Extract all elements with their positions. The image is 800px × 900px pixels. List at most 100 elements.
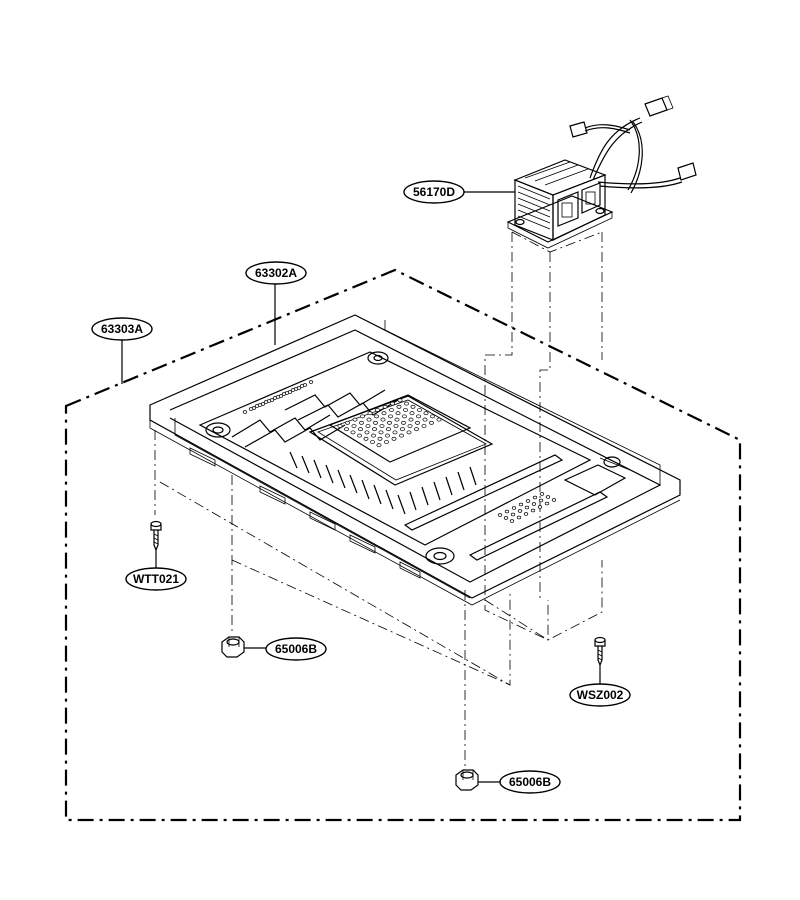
svg-text:WSZ002: WSZ002: [577, 688, 624, 702]
svg-text:WTT021: WTT021: [133, 572, 179, 586]
vent-holes: [242, 380, 557, 523]
vent-hole: [390, 401, 395, 406]
vent-hole: [357, 433, 362, 438]
vent-hole: [352, 417, 358, 422]
label-63302a: 63302A: [245, 261, 307, 285]
vent-hole: [509, 519, 515, 523]
vent-hole: [384, 440, 389, 444]
vent-hole: [517, 509, 523, 513]
nut-lower: [455, 769, 479, 791]
leader-lines: [121, 191, 601, 783]
vent-hole: [430, 414, 435, 419]
vent-hole: [409, 411, 415, 416]
vent-hole: [281, 392, 287, 396]
vent-hole: [372, 427, 377, 432]
svg-text:63303A: 63303A: [101, 322, 143, 336]
svg-text:56170D: 56170D: [413, 185, 455, 199]
svg-text:65006B: 65006B: [509, 775, 551, 789]
vent-hole: [408, 417, 414, 422]
vent-hole: [544, 501, 550, 506]
vent-hole: [299, 384, 305, 388]
vent-hole: [389, 408, 394, 412]
vent-hole: [380, 417, 386, 422]
vent-hole: [525, 499, 531, 503]
vent-hole: [345, 420, 350, 425]
vent-hole: [393, 424, 399, 428]
vent-hole: [429, 420, 434, 425]
vent-hole: [350, 430, 356, 435]
vent-hole: [410, 404, 416, 409]
vent-hole: [392, 430, 398, 435]
vent-hole: [497, 513, 503, 517]
vent-hole: [503, 516, 509, 520]
vent-hole: [272, 396, 278, 400]
label-wtt021: WTT021: [125, 567, 187, 591]
vent-hole: [523, 512, 529, 516]
vent-hole: [400, 427, 405, 432]
vent-hole: [387, 420, 392, 425]
vent-hole: [337, 424, 343, 428]
vent-hole: [415, 420, 420, 425]
vent-hole: [531, 502, 537, 506]
vent-hole: [422, 417, 428, 422]
vent-hole: [374, 414, 379, 419]
label-wsz002: WSZ002: [569, 683, 631, 707]
vent-hole: [351, 424, 357, 428]
nut-upper: [221, 636, 245, 658]
assembly-boundary: [64, 268, 742, 822]
label-63303a: 63303A: [91, 317, 153, 341]
vent-hole: [504, 509, 510, 514]
label-65006b-lower: 65006B: [499, 770, 561, 794]
vent-hole: [395, 411, 401, 416]
vent-hole: [399, 433, 404, 438]
vent-hole: [254, 404, 260, 408]
vent-hole: [290, 388, 296, 392]
vent-hole: [394, 417, 400, 422]
slot-vents: [289, 451, 477, 515]
screw-wsz002: [594, 636, 606, 667]
vent-hole: [379, 424, 385, 428]
front-tabs: [189, 447, 421, 579]
svg-text:65006B: 65006B: [275, 642, 317, 656]
transformer: [506, 95, 697, 249]
vent-hole: [539, 492, 545, 496]
vent-hole: [385, 433, 390, 438]
svg-text:63302A: 63302A: [255, 266, 297, 280]
vent-hole: [381, 411, 387, 416]
vent-hole: [370, 440, 375, 444]
base-plate: [149, 314, 681, 606]
vent-hole: [407, 424, 413, 428]
vent-hole: [402, 414, 407, 419]
label-65006b-upper: 65006B: [265, 637, 327, 661]
base-phantom-guides: [154, 430, 511, 770]
vent-hole: [396, 404, 402, 409]
vent-hole: [375, 408, 380, 412]
vent-hole: [242, 410, 248, 414]
vent-hole: [308, 380, 314, 384]
vent-hole: [518, 502, 524, 507]
vent-hole: [365, 424, 371, 428]
vent-hole: [359, 420, 364, 425]
vent-hole: [377, 436, 383, 441]
vent-hole: [376, 443, 382, 448]
vent-hole: [263, 400, 269, 404]
screw-wtt021: [150, 520, 162, 552]
vent-hole: [364, 430, 370, 435]
vent-hole: [416, 414, 421, 419]
vent-hole: [378, 430, 384, 435]
vent-hole: [391, 436, 397, 441]
vent-hole: [363, 436, 369, 441]
vent-hole: [388, 414, 393, 419]
vent-hole: [537, 505, 543, 509]
vent-hole: [530, 508, 536, 513]
vent-hole: [516, 515, 522, 520]
vent-hole: [403, 408, 408, 412]
vent-hole: [373, 420, 378, 425]
vent-hole: [397, 398, 403, 403]
vent-hole: [417, 408, 422, 412]
vent-hole: [524, 505, 530, 510]
vent-hole: [510, 512, 516, 517]
vent-hole: [404, 401, 409, 406]
vent-hole: [511, 506, 517, 510]
